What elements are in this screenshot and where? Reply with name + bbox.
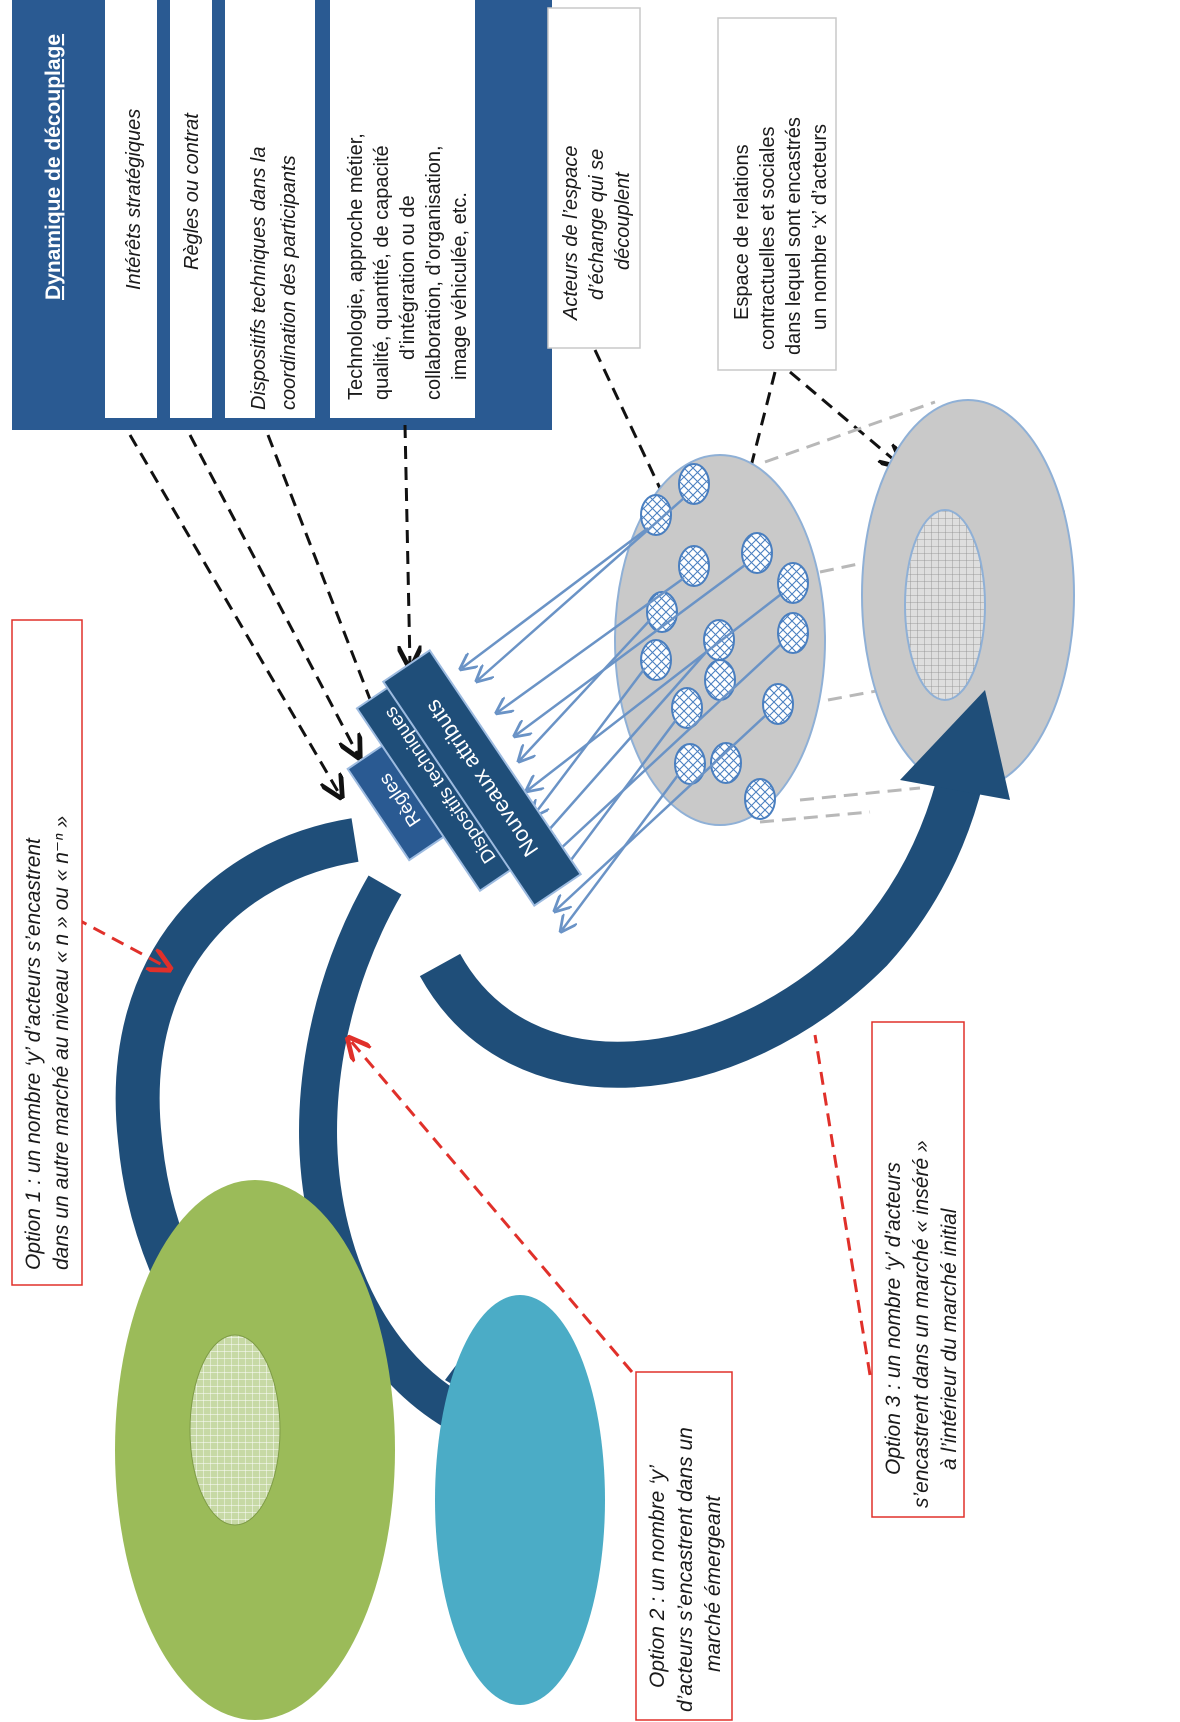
option-pointers [74, 916, 872, 1376]
actor-circle [703, 619, 735, 661]
option-pointer [74, 916, 168, 968]
pointer-arrow [128, 434, 340, 795]
actor-circle [762, 683, 794, 725]
connector-line [520, 619, 651, 760]
pointer-arrow [405, 424, 410, 665]
panel-item-text: Technologie, approche métier, [345, 133, 367, 400]
projection-line [799, 786, 921, 802]
connector-line [516, 563, 746, 735]
espace-callout: Espace de relations contractuelles et so… [717, 17, 837, 371]
callout-box [717, 17, 837, 371]
panel-item-text: coordination des participants [278, 155, 300, 410]
panel-title: Dynamique de découplage [42, 34, 65, 300]
panel-item-box [330, 0, 475, 418]
connector-line [540, 649, 709, 840]
option-pointer [350, 1040, 634, 1373]
connector-line [498, 576, 685, 712]
panel-item-text: d’intégration ou de [397, 195, 419, 360]
pointer-arrow [789, 370, 900, 465]
option-text: Option 2 : un nombre ‘y’ [646, 1465, 669, 1688]
layer-attributs [381, 649, 583, 907]
actor-circles [640, 463, 809, 820]
option-text: d’acteurs s’encastrent dans un [674, 1427, 697, 1712]
actor-circle [640, 639, 672, 681]
option3-arrowhead [900, 690, 1010, 800]
callout-text: d’échange qui se [586, 149, 608, 300]
acteurs-callout: Acteurs de l’espace d’échange qui se déc… [547, 7, 641, 349]
panel-item-box [170, 0, 212, 418]
actor-connectors [462, 497, 781, 930]
actor-circle [674, 743, 706, 785]
connector-line [534, 667, 646, 815]
connector-line [528, 594, 781, 790]
option-box [635, 1371, 733, 1721]
connector-line [562, 774, 680, 930]
connector-line [556, 715, 766, 910]
actor-circle [671, 687, 703, 729]
projection-line [764, 400, 936, 464]
actor-circle [741, 532, 773, 574]
option3-arrow [419, 755, 988, 1088]
decoupling-panel: Dynamique de découplage Intérêts stratég… [12, 0, 552, 430]
option3-box: Option 3 : un nombre ‘y’ d’acteurs s’enc… [871, 1021, 965, 1518]
panel-item-box [105, 0, 157, 418]
connector-line [462, 527, 649, 668]
pointer-arrow [593, 349, 688, 548]
callout-text: Espace de relations [731, 144, 753, 320]
connector-line [478, 497, 685, 680]
actor-circle [777, 612, 809, 654]
option-text: marché émergeant [702, 1495, 725, 1672]
pointer-arrow [188, 434, 358, 755]
actor-circle [704, 659, 736, 701]
actor-circle [710, 742, 742, 784]
callout-box [547, 7, 641, 349]
panel-item-text: qualité, quantité, de capacité [371, 145, 393, 400]
option-box [871, 1021, 965, 1518]
option-pointer [813, 1034, 872, 1376]
panel-pointers [128, 349, 900, 795]
layer-stack: Règles Dispositifs techniques Nouveaux a… [346, 649, 583, 907]
callout-text: un nombre ‘x’ d’acteurs [809, 124, 831, 330]
option-text: à l’intérieur du marché initial [938, 1207, 961, 1470]
actor-circle [777, 562, 809, 604]
option2-arrow [299, 875, 479, 1437]
option2-box: Option 2 : un nombre ‘y’ d’acteurs s’enc… [635, 1371, 733, 1721]
pointer-arrow [266, 434, 378, 720]
panel-item-text: Intérêts stratégiques [123, 109, 145, 290]
option-text: dans un autre marché au niveau « n » ou … [50, 816, 73, 1270]
connector-line [544, 644, 781, 864]
panel-item-text: Règles ou contrat [181, 112, 203, 270]
actor-circle [678, 463, 710, 505]
panel-item-text: image véhiculée, etc. [449, 192, 471, 380]
actor-circle [678, 545, 710, 587]
panel-item-box [225, 0, 315, 418]
option-box [11, 619, 83, 1286]
projection-line [759, 810, 871, 824]
other-market-core [189, 1334, 281, 1526]
callout-text: contractuelles et sociales [757, 127, 779, 350]
option1-box: Option 1 : un nombre ‘y’ d’acteurs s’enc… [11, 619, 83, 1286]
actor-circle [744, 778, 776, 820]
panel-item-text: Dispositifs techniques dans la [248, 147, 270, 410]
inserted-market-ellipse [904, 509, 986, 701]
option-text: s’encastrent dans un marché « inséré » [910, 1140, 933, 1508]
option-text: Option 1 : un nombre ‘y’ d’acteurs s’enc… [22, 837, 45, 1270]
panel-item-text: collaboration, d’organisation, [423, 145, 445, 400]
option-text: Option 3 : un nombre ‘y’ d’acteurs [882, 1162, 905, 1475]
callout-text: Acteurs de l’espace [560, 145, 582, 321]
emerging-market-ellipse [435, 1295, 605, 1705]
callout-text: découplent [612, 171, 634, 270]
callout-text: dans lequel sont encastrés [783, 117, 805, 355]
actor-circle [640, 494, 672, 536]
